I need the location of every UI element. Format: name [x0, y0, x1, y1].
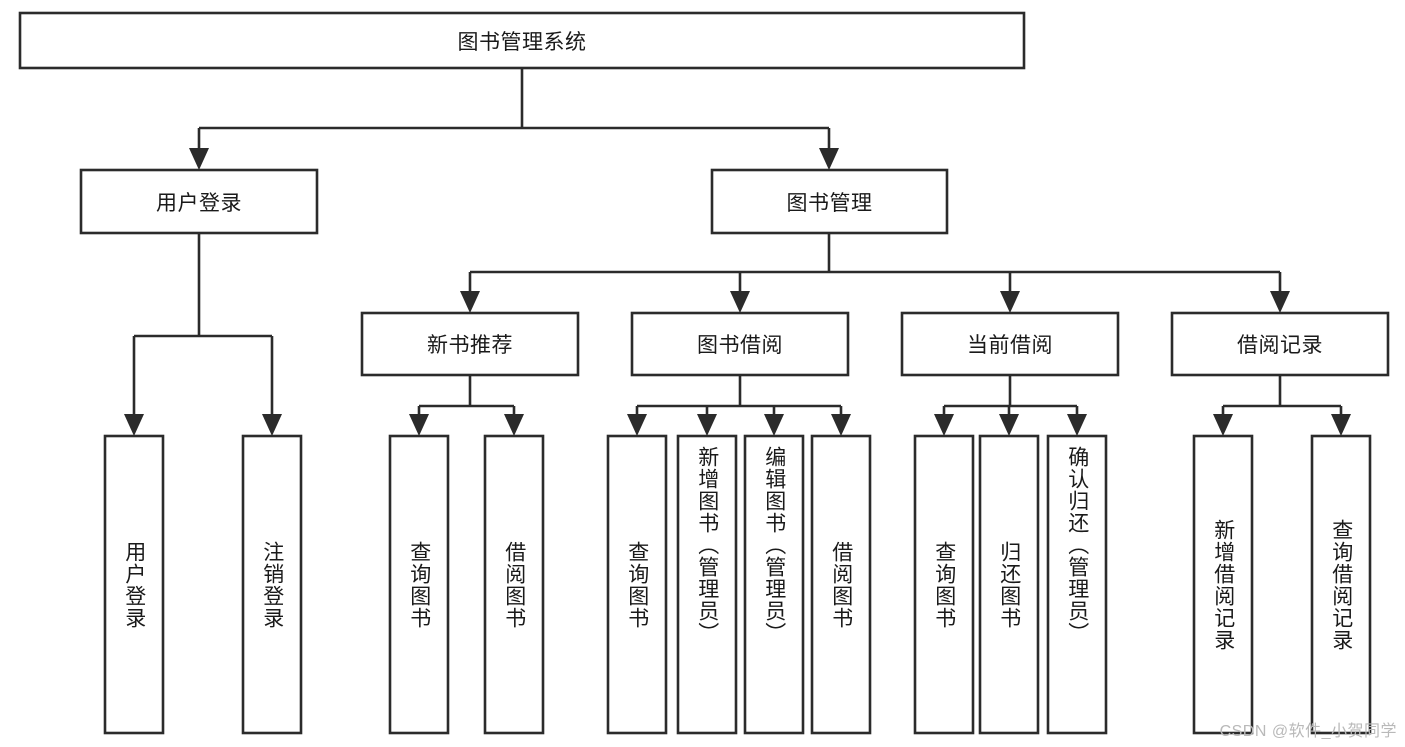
arrow-icon-leaf-confirm-return: [1067, 414, 1087, 436]
arrow-icon-current-borrow: [1000, 291, 1020, 313]
node-new-book-recommend[interactable]: [360, 311, 580, 377]
arrow-icon-leaf-query-record: [1331, 414, 1351, 436]
arrow-icon-leaf-logout: [262, 414, 282, 436]
node-leaf-logout[interactable]: [241, 434, 303, 735]
arrow-icon-leaf-add-record: [1213, 414, 1233, 436]
arrow-icon-leaf-query-book-1: [409, 414, 429, 436]
csdn-watermark: CSDN @软件_小贺同学: [1219, 723, 1397, 740]
arrow-icon-leaf-add-book: [697, 414, 717, 436]
node-book-borrow-label: 图书借阅: [697, 334, 783, 357]
node-leaf-user-login[interactable]: [103, 434, 165, 735]
arrow-icon-book-borrow: [730, 291, 750, 313]
node-borrow-record-label: 借阅记录: [1237, 334, 1323, 357]
nodes-layer: [18, 11, 1390, 735]
node-user-login[interactable]: [79, 168, 319, 235]
node-new-book-recommend-label: 新书推荐: [427, 334, 513, 357]
arrow-icon-leaf-query-book-2: [627, 414, 647, 436]
node-current-borrow-label: 当前借阅: [967, 334, 1053, 357]
arrow-icon-leaf-return-book: [999, 414, 1019, 436]
node-borrow-record[interactable]: [1170, 311, 1390, 377]
arrow-icon-leaf-edit-book: [764, 414, 784, 436]
arrow-icon-leaf-borrow-book-2: [831, 414, 851, 436]
arrowheads-layer: [124, 148, 1351, 436]
node-user-login-label: 用户登录: [156, 191, 242, 215]
node-leaf-add-book[interactable]: [676, 434, 738, 735]
node-leaf-add-record[interactable]: [1192, 434, 1254, 735]
arrow-icon-leaf-borrow-book-1: [504, 414, 524, 436]
arrow-icon-book-manage: [819, 148, 839, 170]
node-leaf-borrow-book-2[interactable]: [810, 434, 872, 735]
arrow-icon-leaf-query-book-3: [934, 414, 954, 436]
node-current-borrow[interactable]: [900, 311, 1120, 377]
node-leaf-return-book[interactable]: [978, 434, 1040, 735]
node-book-manage[interactable]: [710, 168, 949, 235]
node-leaf-edit-book[interactable]: [743, 434, 805, 735]
arrow-icon-user-login: [189, 148, 209, 170]
arrow-icon-leaf-user-login: [124, 414, 144, 436]
node-leaf-borrow-book-1[interactable]: [483, 434, 545, 735]
node-leaf-confirm-return[interactable]: [1046, 434, 1108, 735]
node-leaf-query-record[interactable]: [1310, 434, 1372, 735]
node-book-manage-label: 图书管理: [786, 191, 873, 215]
node-root-label: 图书管理系统: [457, 30, 587, 54]
arrow-icon-new-book-recommend: [460, 291, 480, 313]
node-leaf-query-book-3[interactable]: [913, 434, 975, 735]
node-root[interactable]: [18, 11, 1026, 70]
arrow-icon-borrow-record: [1270, 291, 1290, 313]
node-leaf-query-book-1[interactable]: [388, 434, 450, 735]
node-book-borrow[interactable]: [630, 311, 850, 377]
node-leaf-query-book-2[interactable]: [606, 434, 668, 735]
